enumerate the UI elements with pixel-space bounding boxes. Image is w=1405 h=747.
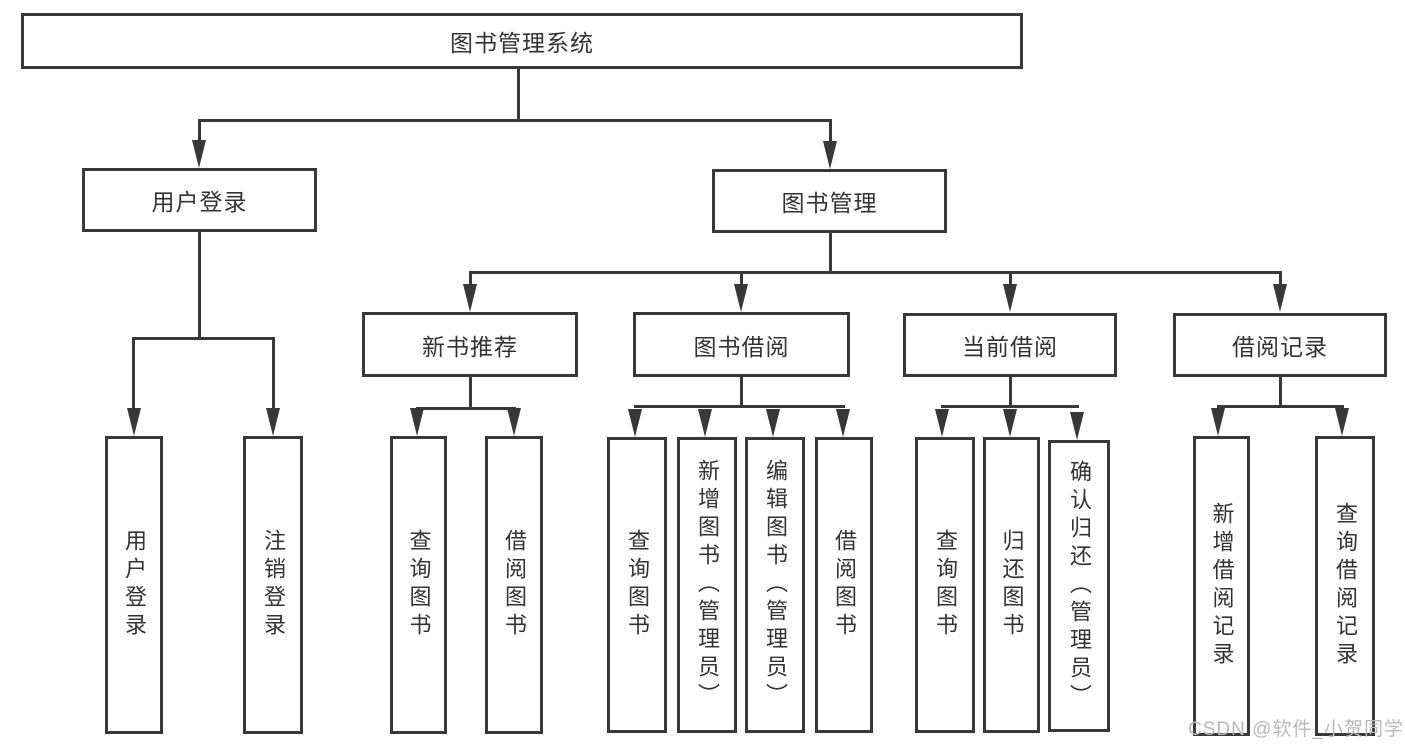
leaf-br-query-record: 查询借阅记录	[1315, 436, 1375, 736]
csdn-watermark: CSDN @软件_小贺同学	[1188, 719, 1404, 740]
connector-root-stub	[517, 69, 520, 119]
arrow-to-bb-add-book	[698, 409, 712, 437]
leaf-cb-confirm-return-label: 确认归还（管理员）	[1067, 460, 1092, 712]
connector-mgmt-stem-3	[1009, 271, 1012, 287]
arrow-to-br-add-record	[1211, 408, 1225, 436]
node-new-book-recommend-label: 新书推荐	[422, 333, 518, 360]
connector-cb-hline	[941, 405, 1079, 408]
leaf-cb-return-book-label: 归还图书	[999, 529, 1025, 641]
connector-root-hline	[198, 119, 832, 122]
node-root-label: 图书管理系统	[450, 30, 594, 56]
leaf-bb-borrow-book-label: 借阅图书	[832, 529, 857, 641]
leaf-rec-borrow-book-label: 借阅图书	[502, 529, 527, 641]
leaf-cb-confirm-return: 确认归还（管理员）	[1048, 440, 1110, 732]
leaf-bb-edit-book: 编辑图书（管理员）	[745, 437, 805, 733]
leaf-cb-query-book-label: 查询图书	[933, 529, 958, 641]
arrow-to-cb-confirm-return	[1070, 412, 1084, 440]
leaf-user-login-label: 用户登录	[122, 529, 147, 641]
arrow-to-book-borrow	[734, 284, 748, 312]
leaf-bb-add-book-label: 新增图书（管理员）	[695, 459, 720, 711]
node-book-borrow: 图书借阅	[633, 312, 850, 377]
node-borrow-record: 借阅记录	[1173, 313, 1387, 377]
leaf-cb-query-book: 查询图书	[915, 437, 975, 733]
arrow-to-cb-query-book	[935, 409, 949, 437]
arrow-to-cb-return-book	[1003, 409, 1017, 437]
arrow-to-rec-query-book	[410, 408, 424, 436]
connector-login-stem-1	[132, 337, 135, 411]
node-user-login: 用户登录	[82, 168, 317, 232]
leaf-user-login: 用户登录	[105, 436, 163, 734]
node-root: 图书管理系统	[21, 13, 1023, 69]
leaf-bb-borrow-book: 借阅图书	[815, 437, 873, 733]
leaf-rec-borrow-book: 借阅图书	[485, 436, 543, 734]
arrow-to-rec-borrow-book	[507, 408, 521, 436]
leaf-br-add-record-label: 新增借阅记录	[1209, 502, 1235, 670]
connector-cb-stub	[1009, 377, 1012, 405]
connector-mgmt-hline	[469, 271, 1282, 274]
arrow-to-leaf-user-login	[127, 408, 141, 436]
arrow-to-book-management	[823, 141, 837, 169]
arrow-to-user-login	[192, 140, 206, 168]
node-current-borrow-label: 当前借阅	[962, 334, 1058, 360]
connector-br-stub	[1279, 377, 1282, 405]
node-book-management: 图书管理	[712, 169, 947, 233]
leaf-br-query-record-label: 查询借阅记录	[1333, 502, 1358, 670]
node-user-login-label: 用户登录	[151, 189, 248, 215]
connector-mgmt-stem-2	[740, 271, 743, 287]
node-book-borrow-label: 图书借阅	[693, 333, 790, 360]
arrow-to-bb-query-book	[628, 409, 642, 437]
connector-bb-stub	[740, 377, 743, 405]
leaf-rec-query-book-label: 查询图书	[406, 529, 432, 641]
node-book-management-label: 图书管理	[781, 190, 878, 216]
leaf-logout-label: 注销登录	[261, 529, 286, 641]
leaf-bb-edit-book-label: 编辑图书（管理员）	[763, 459, 788, 711]
arrow-to-leaf-logout	[266, 408, 280, 436]
arrow-to-borrow-record	[1273, 284, 1287, 312]
connector-rec-stub	[469, 377, 472, 407]
leaf-rec-query-book: 查询图书	[390, 436, 447, 734]
connector-mgmt-stub	[829, 233, 832, 271]
node-new-book-recommend: 新书推荐	[362, 312, 578, 377]
arrow-to-current-borrow	[1003, 284, 1017, 312]
connector-root-stem-left	[198, 119, 201, 145]
arrow-to-new-book-recommend	[463, 284, 477, 312]
leaf-br-add-record: 新增借阅记录	[1193, 436, 1250, 736]
connector-bb-hline	[634, 405, 845, 408]
arrow-to-br-query-record	[1335, 408, 1349, 436]
connector-login-stem-2	[272, 337, 275, 411]
connector-login-hline	[132, 337, 275, 340]
connector-mgmt-stem-1	[469, 271, 472, 287]
connector-login-stub	[198, 232, 201, 337]
leaf-bb-add-book: 新增图书（管理员）	[677, 437, 737, 733]
node-borrow-record-label: 借阅记录	[1232, 334, 1328, 360]
leaf-logout: 注销登录	[243, 436, 303, 734]
arrow-to-bb-borrow-book	[836, 409, 850, 437]
leaf-bb-query-book: 查询图书	[607, 437, 667, 733]
connector-br-hline	[1217, 405, 1344, 408]
arrow-to-bb-edit-book	[766, 409, 780, 437]
leaf-cb-return-book: 归还图书	[983, 437, 1040, 733]
connector-rec-hline	[416, 407, 516, 410]
node-current-borrow: 当前借阅	[903, 313, 1117, 377]
connector-mgmt-stem-4	[1279, 271, 1282, 287]
connector-root-stem-right	[829, 119, 832, 145]
leaf-bb-query-book-label: 查询图书	[625, 529, 650, 641]
